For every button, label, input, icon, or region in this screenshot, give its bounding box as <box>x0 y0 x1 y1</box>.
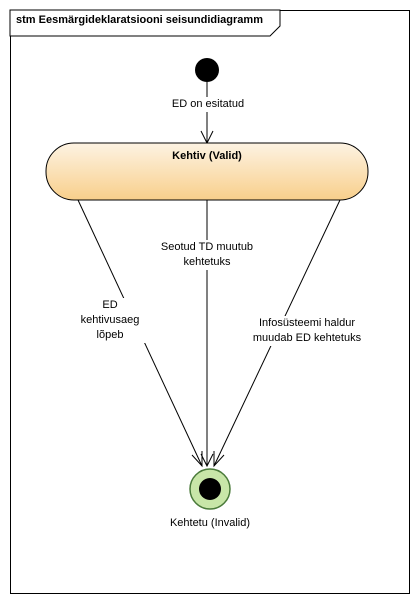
state-valid-label: Kehtiv (Valid) <box>172 150 242 162</box>
final-node-label: Kehtetu (Invalid) <box>156 516 264 531</box>
left-transition-label: ED kehtivusaeg lõpeb <box>74 298 146 343</box>
middle-transition-label: Seotud TD muutub kehtetuks <box>146 240 268 270</box>
final-node-core <box>199 478 221 500</box>
left-transition-arrowhead <box>191 451 203 468</box>
right-transition-label: Infosüsteemi haldur muudab ED kehtetuks <box>244 316 370 346</box>
initial-transition-label: ED on esitatud <box>168 97 248 112</box>
frame-title-tab <box>9 9 281 37</box>
right-transition-arrowhead <box>213 451 225 468</box>
left-transition-label-line-3: lõpeb <box>96 329 124 341</box>
left-transition-label-line-2: kehtivusaeg <box>80 314 140 326</box>
middle-transition-arrowhead <box>200 453 214 468</box>
frame-title: stm Eesmärgideklaratsiooni seisundidiagr… <box>16 14 263 26</box>
right-transition-label-line-1: Infosüsteemi haldur <box>259 317 355 329</box>
middle-transition-label-line-1: Seotud TD muutub <box>160 241 254 253</box>
right-transition-label-line-2: muudab ED kehtetuks <box>252 332 362 344</box>
initial-node <box>195 58 219 82</box>
left-transition-label-line-1: ED <box>102 299 118 311</box>
middle-transition-label-line-2: kehtetuks <box>183 256 231 268</box>
